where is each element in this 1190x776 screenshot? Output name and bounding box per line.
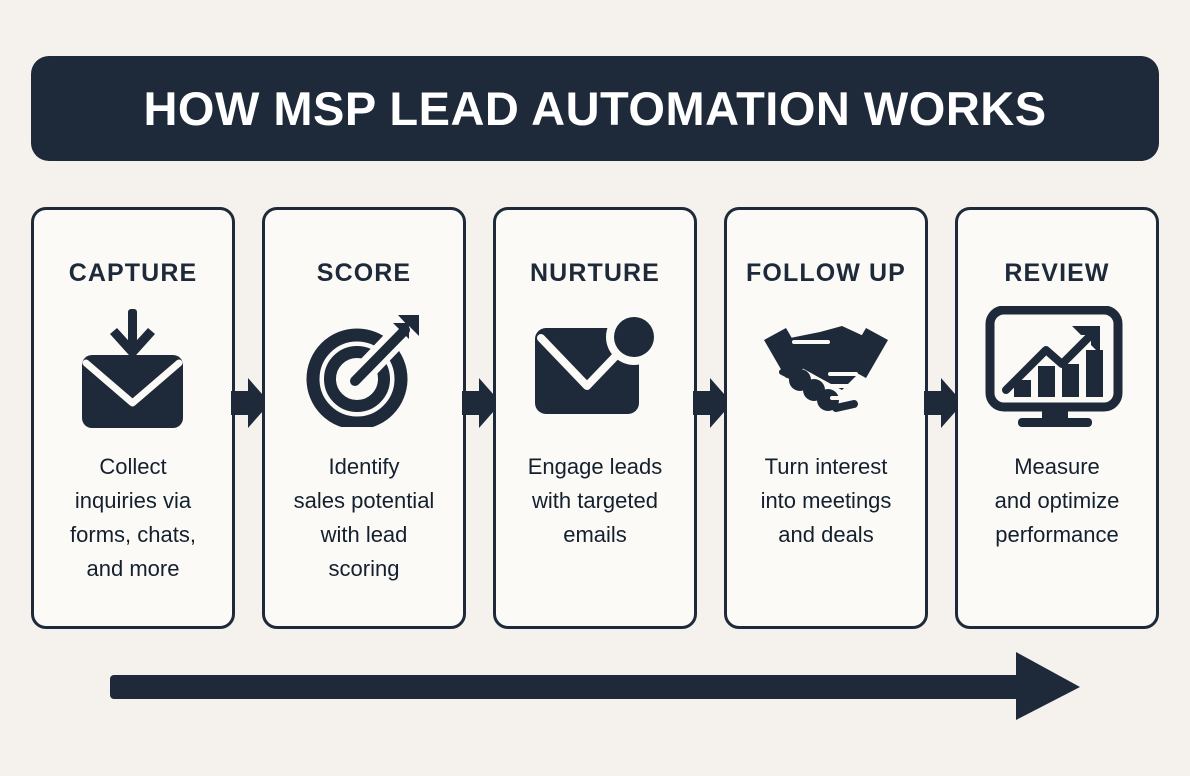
step-card-review[interactable]: REVIEW [955,207,1159,629]
step-description: Engage leads with targeted emails [504,450,686,552]
step-description-line: Collect [99,454,167,479]
step-description-line: and deals [778,522,874,547]
step-description-line: with targeted [532,488,658,513]
step-title: CAPTURE [68,259,198,287]
step-description-line: forms, chats, [70,522,196,547]
step-description-line: Engage leads [527,454,663,479]
envelope-download-icon [70,308,196,428]
arrow-right-icon [924,378,963,428]
page-title: HOW MSP LEAD AUTOMATION WORKS [143,82,1047,135]
step-title: FOLLOW UP [746,259,906,287]
step-description: Identify sales potential with lead scori… [273,450,455,586]
flow-arrow [110,648,1082,720]
arrow-right-icon [462,378,501,428]
step-card-capture[interactable]: CAPTURE Collect inquiries via forms, cha… [31,207,235,629]
connector-1 [231,207,270,629]
step-description: Measure and optimize performance [966,450,1148,552]
step-title: NURTURE [530,259,660,287]
step-card-score[interactable]: SCORE [262,207,466,629]
step-description-line: and optimize [994,488,1120,513]
step-description-line: scoring [328,556,400,581]
step-description-line: inquiries via [74,488,192,513]
step-description: Turn interest into meetings and deals [735,450,917,552]
title-banner: HOW MSP LEAD AUTOMATION WORKS [31,56,1159,161]
connector-4 [924,207,963,629]
step-description-line: Turn interest [764,454,888,479]
connector-3 [693,207,732,629]
step-description-line: performance [995,522,1119,547]
envelope-notification-icon [530,308,660,428]
step-description: Collect inquiries via forms, chats, and … [42,450,224,586]
step-description-line: and more [86,556,180,581]
step-title: SCORE [316,259,412,287]
monitor-chart-icon [984,306,1130,428]
step-description-line: Identify [328,454,400,479]
step-card-follow-up[interactable]: FOLLOW UP [724,207,928,629]
step-description-line: Measure [1014,454,1100,479]
step-card-nurture[interactable]: NURTURE Engage l [493,207,697,629]
handshake-icon [750,308,902,428]
long-arrow-right-icon [110,652,1080,720]
step-description-line: into meetings [760,488,892,513]
arrow-right-icon [231,378,270,428]
step-description-line: emails [563,522,627,547]
step-description-line: with lead [320,522,408,547]
arrow-right-icon [693,378,732,428]
target-arrow-icon [305,308,423,428]
connector-2 [462,207,501,629]
step-title: REVIEW [1004,259,1110,287]
step-description-line: sales potential [293,488,435,513]
steps-row: CAPTURE Collect inquiries via forms, cha… [31,207,1159,629]
